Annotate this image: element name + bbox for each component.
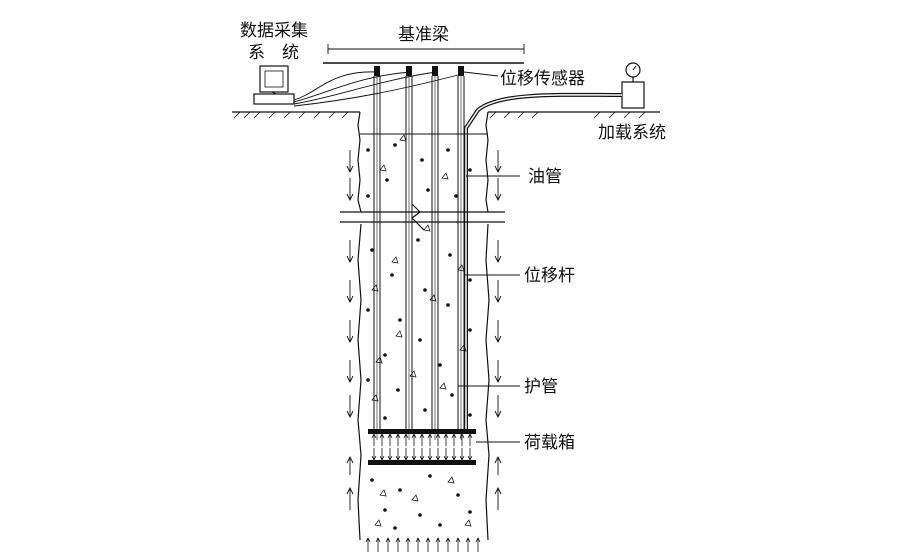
rod-3: [431, 76, 439, 440]
concrete-aggregate: [366, 143, 472, 530]
label-data-acquisition-line1: 数据采集: [240, 21, 308, 41]
label-loading-system: 加载系统: [598, 123, 666, 143]
concrete-triangles: [371, 134, 472, 527]
load-box: [368, 429, 476, 465]
reference-beam: [323, 44, 525, 64]
pile-lower-section: [357, 223, 490, 541]
leader-lines: [458, 175, 520, 443]
displacement-sensors: [374, 66, 499, 77]
rod-2: [405, 76, 413, 440]
label-displacement-sensor: 位移传感器: [500, 69, 585, 89]
side-friction-arrows: [346, 150, 502, 510]
rod-1: [373, 76, 381, 440]
label-data-acquisition-line2: 系 统: [248, 43, 299, 63]
loading-system: [464, 62, 645, 430]
break-line: [340, 203, 505, 231]
ground-surface: [232, 111, 660, 119]
label-load-box: 荷载箱: [524, 433, 575, 453]
label-displacement-rod: 位移杆: [524, 266, 575, 286]
label-oil-pipe: 油管: [528, 167, 562, 187]
rod-4: [457, 76, 465, 440]
pile-upper-section: [357, 111, 489, 213]
displacement-rods: [373, 76, 465, 440]
sensor-cables: [293, 71, 463, 107]
data-acquisition-computer: [253, 65, 295, 105]
label-protective-pipe: 护管: [524, 377, 558, 397]
base-reaction-arrows: [365, 537, 481, 552]
label-reference-beam: 基准梁: [398, 25, 449, 45]
